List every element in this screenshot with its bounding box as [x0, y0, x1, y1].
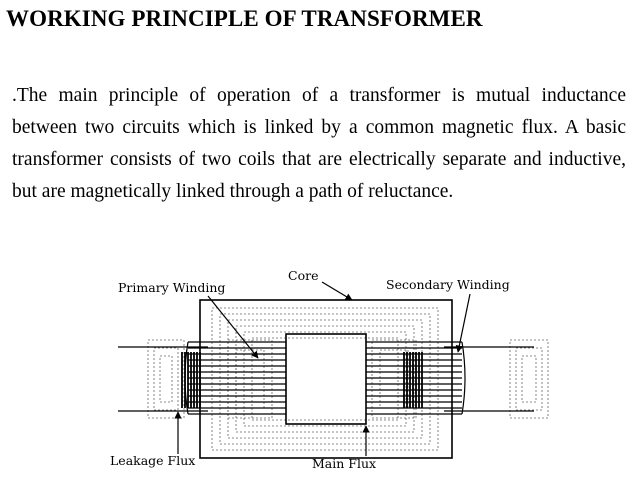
slide-title: WORKING PRINCIPLE OF TRANSFORMER: [6, 6, 483, 31]
primary-winding-label: Primary Winding: [118, 280, 225, 295]
primary-winding-coil: [118, 341, 286, 415]
primary-winding-turns: [181, 352, 201, 408]
main-flux-label: Main Flux: [312, 456, 376, 471]
slide-body-text: .The main principle of operation of a tr…: [12, 85, 626, 202]
transformer-diagram: Primary Winding Core Secondary Winding L…: [110, 268, 549, 471]
pointer-arrows: [174, 281, 471, 456]
main-flux-loops: [211, 307, 439, 451]
leakage-flux-label: Leakage Flux: [110, 453, 195, 468]
transformer-core: [199, 299, 453, 459]
secondary-winding-label: Secondary Winding: [386, 277, 510, 292]
secondary-winding-coil: [366, 341, 534, 415]
core-label: Core: [288, 268, 318, 283]
secondary-winding-turns: [403, 352, 423, 408]
leakage-flux-loops: [147, 339, 549, 419]
